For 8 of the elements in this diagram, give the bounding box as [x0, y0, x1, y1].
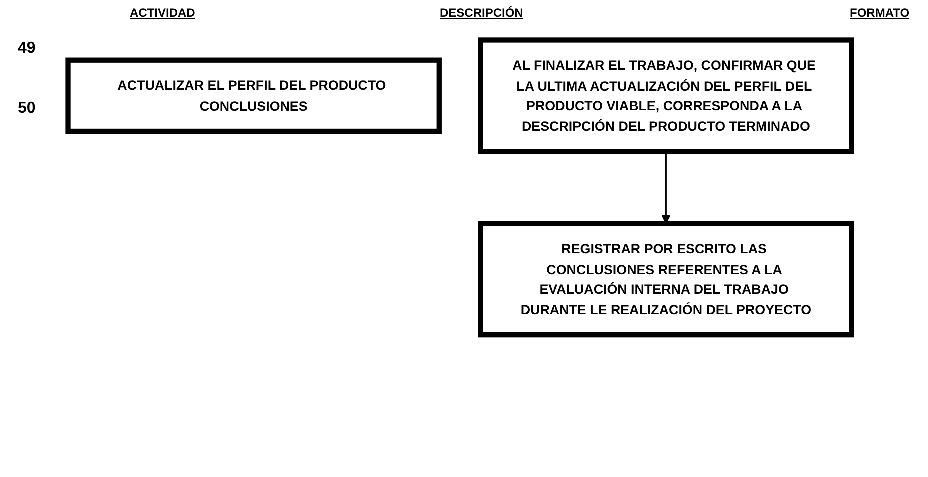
column-header: ACTIVIDAD [130, 6, 196, 20]
node-box: AL FINALIZAR EL TRABAJO, CONFIRMAR QUE LA ULTIMA ACTUALIZACIÓN DEL PERFIL DEL PRODUCTO VIABLE, CORRESPONDA A LA DESCRIPCIÓN DEL PRODUCTO TERMINADO [478, 38, 854, 154]
step-number: 50 [18, 100, 36, 118]
step-number: 49 [18, 40, 36, 58]
node-box: ACTUALIZAR EL PERFIL DEL PRODUCTO CONCLUSIONES [66, 58, 442, 134]
column-header: DESCRIPCIÓN [440, 6, 524, 20]
node-box: REGISTRAR POR ESCRITO LAS CONCLUSIONES REFERENTES A LA EVALUACIÓN INTERNA DEL TRABAJO DURANTE LE REALIZACIÓN DEL PROYECTO [478, 221, 854, 338]
column-header: FORMATO [850, 6, 910, 20]
